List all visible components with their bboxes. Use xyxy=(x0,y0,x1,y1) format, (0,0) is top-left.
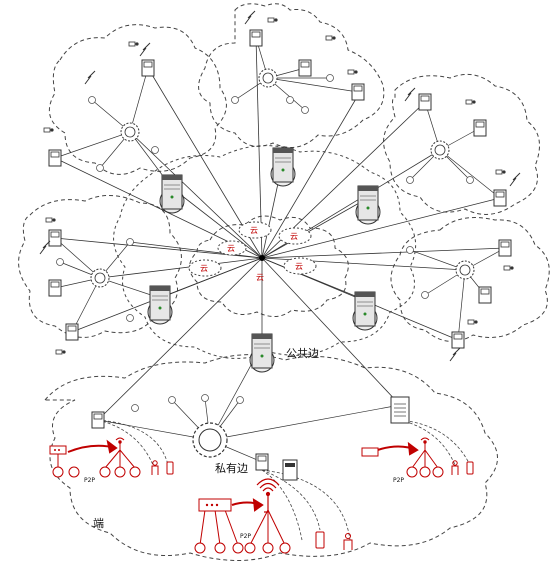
cloud-label-4: 云 xyxy=(200,264,208,273)
radial-links xyxy=(54,37,506,421)
p2p-label-bottom: P2P xyxy=(240,533,251,540)
device-icon xyxy=(48,279,62,297)
region-clouds xyxy=(18,3,550,561)
public-edge-label: 公共边 xyxy=(286,347,319,360)
server-icon xyxy=(249,333,275,373)
core-node xyxy=(259,255,265,261)
server-icon xyxy=(355,185,381,225)
devices xyxy=(48,29,512,481)
p2p-label-left: P2P xyxy=(84,477,95,484)
lightning-icon xyxy=(39,240,51,255)
hub-icon xyxy=(192,422,228,458)
hub-icon xyxy=(90,268,110,288)
router-icon xyxy=(49,445,67,455)
access-point-icon xyxy=(420,437,430,452)
lightning-icon xyxy=(449,347,461,362)
document-icon xyxy=(390,396,410,424)
cloud-label-1: 云 xyxy=(250,226,258,235)
p2p-arrows xyxy=(67,439,419,512)
cloud-label-2: 云 xyxy=(290,232,298,241)
device-icon xyxy=(478,286,492,304)
lightning-icon xyxy=(84,70,96,85)
server-icon xyxy=(352,291,378,331)
camera-icon xyxy=(128,41,140,47)
cloud-label-6: 云 xyxy=(256,273,264,282)
camera-icon xyxy=(503,265,515,271)
antenna-tower-icon xyxy=(256,478,280,513)
device-icon xyxy=(418,93,432,111)
device-icon xyxy=(298,59,312,77)
terminal-nodes xyxy=(52,466,444,554)
device-icon xyxy=(91,411,105,429)
access-points xyxy=(49,437,430,513)
lightning-icon xyxy=(244,10,256,25)
device-icon xyxy=(493,189,507,207)
device-icon xyxy=(141,59,155,77)
device-icon xyxy=(48,229,62,247)
person-icon xyxy=(151,460,159,475)
device-icon xyxy=(351,83,365,101)
private-edge-label: 私有边 xyxy=(215,461,248,475)
device-icon xyxy=(249,29,263,47)
cloud-label-5: 云 xyxy=(295,262,303,271)
terminal-box-icon xyxy=(282,459,298,481)
device-icon xyxy=(451,331,465,349)
phone-icon xyxy=(466,461,474,475)
device-icon xyxy=(255,453,269,471)
phone-icon xyxy=(315,531,325,549)
camera-icon xyxy=(325,35,337,41)
lightning-icon xyxy=(509,172,521,187)
public-edge-ring xyxy=(113,145,417,359)
device-icon xyxy=(473,119,487,137)
phones xyxy=(166,461,474,549)
cloud-label-3: 云 xyxy=(227,244,235,253)
camera-icon xyxy=(495,169,507,175)
hubs xyxy=(90,68,475,458)
camera-icon xyxy=(267,17,279,23)
hub-icon xyxy=(258,68,278,88)
router-icon xyxy=(198,498,232,512)
p2p-links xyxy=(57,449,439,546)
lightning-icon xyxy=(404,87,416,102)
sub-links xyxy=(54,37,506,463)
central-cloud: 云 云 云 云 云 云 xyxy=(188,221,317,282)
server-icon xyxy=(147,285,173,325)
device-icon xyxy=(498,239,512,257)
cameras xyxy=(43,17,515,355)
access-point-icon xyxy=(115,437,125,452)
device-icon xyxy=(48,149,62,167)
camera-icon xyxy=(467,319,479,325)
hub-icon xyxy=(120,122,140,142)
phone-icon xyxy=(166,461,174,475)
hub-icon xyxy=(430,140,450,160)
persons xyxy=(151,460,459,550)
camera-icon xyxy=(45,217,57,223)
camera-icon xyxy=(347,69,359,75)
camera-icon xyxy=(465,99,477,105)
router-icon xyxy=(361,447,379,457)
p2p-label-right: P2P xyxy=(393,477,404,484)
lightning-icon xyxy=(139,42,151,57)
person-icon xyxy=(343,533,353,550)
camera-icon xyxy=(55,349,67,355)
person-icon xyxy=(451,460,459,475)
server-icon xyxy=(270,147,296,187)
device-icon xyxy=(65,323,79,341)
hub-icon xyxy=(455,260,475,280)
terminal-label: 端 xyxy=(93,517,104,530)
server-icon xyxy=(159,174,185,214)
camera-icon xyxy=(43,127,55,133)
